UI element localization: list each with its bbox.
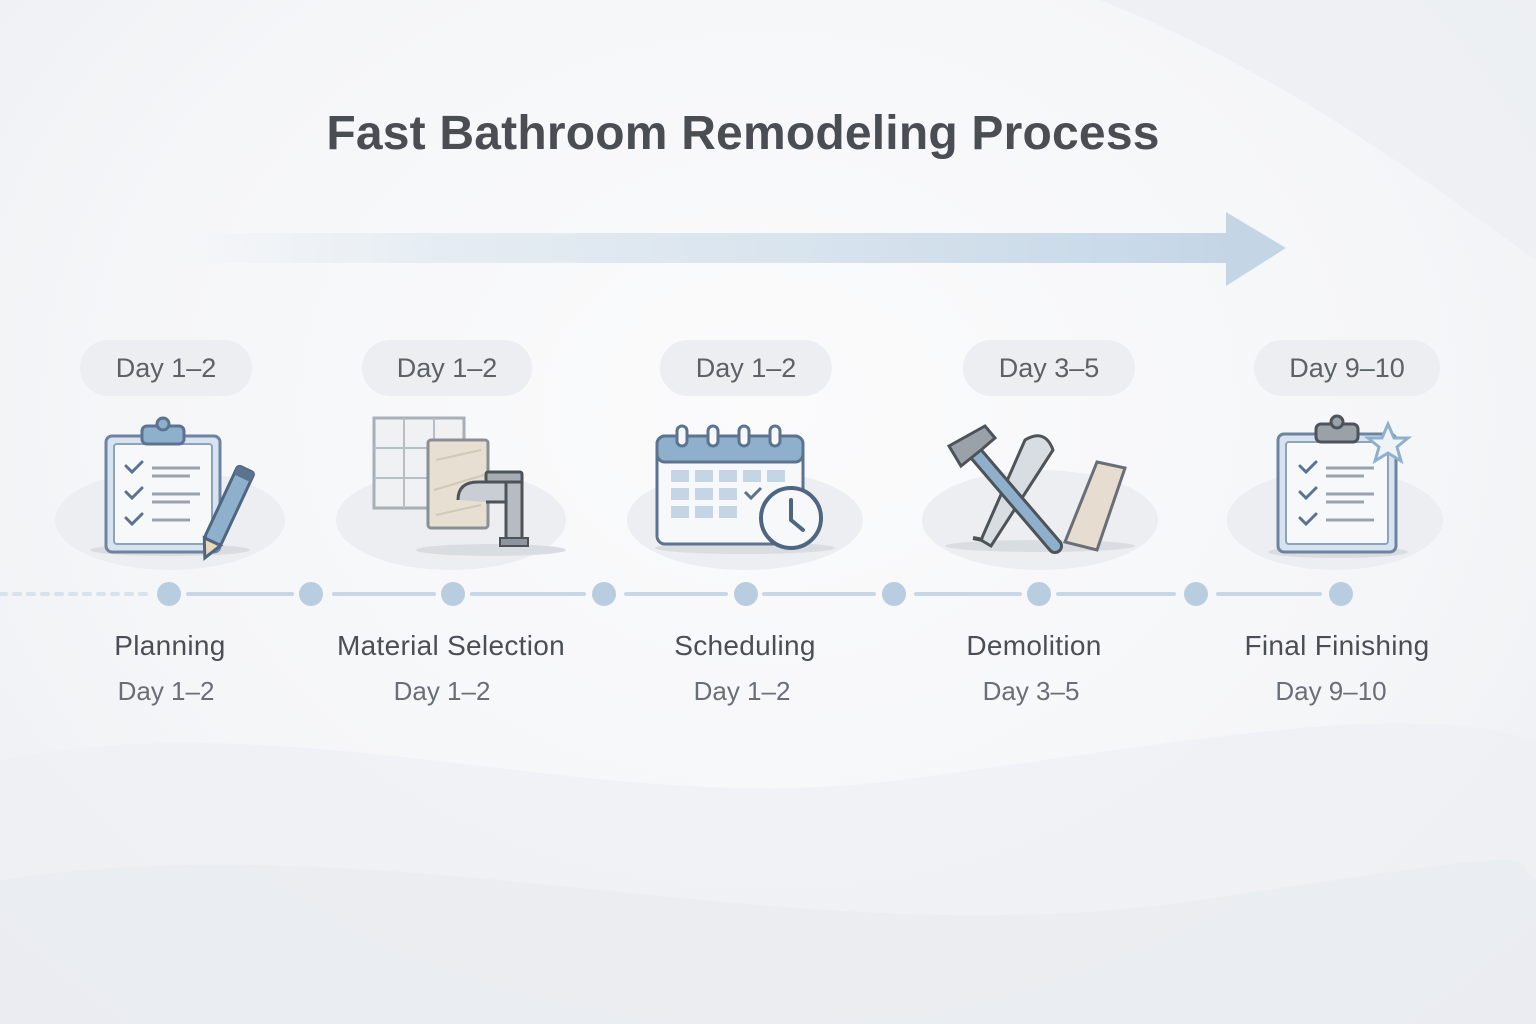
timeline-step-dot (157, 582, 181, 606)
step-name-demolition: Demolition (966, 630, 1102, 661)
step-day-planning: Day 1–2 (117, 676, 215, 706)
calendar-clock-icon (627, 424, 863, 570)
day-badge-planning: Day 1–2 (80, 340, 252, 396)
step-name-material-selection: Material Selection (337, 630, 565, 661)
tile-faucet-icon (336, 416, 566, 570)
timeline-minor-dot (1184, 582, 1208, 606)
step-day-final-finishing: Day 9–10 (1275, 676, 1387, 706)
timeline-minor-dot (592, 582, 616, 606)
hammer-crowbar-icon (922, 424, 1158, 570)
day-badge-final-finishing: Day 9–10 (1254, 340, 1440, 396)
clipboard-star-icon (1227, 414, 1443, 570)
timeline-step-dot (1329, 582, 1353, 606)
day-badge-scheduling: Day 1–2 (660, 340, 832, 396)
progress-arrow (180, 212, 1286, 286)
clipboard-pencil-icon (55, 416, 285, 570)
page-title: Fast Bathroom Remodeling Process (326, 107, 1160, 160)
step-day-material-selection: Day 1–2 (393, 676, 491, 706)
timeline-minor-dot (299, 582, 323, 606)
timeline-step-dot (441, 582, 465, 606)
step-name-scheduling: Scheduling (674, 630, 816, 661)
step-day-scheduling: Day 1–2 (693, 676, 791, 706)
step-day-demolition: Day 3–5 (982, 676, 1080, 706)
timeline-minor-dot (882, 582, 906, 606)
timeline (0, 582, 1353, 606)
timeline-step-dot (734, 582, 758, 606)
step-name-final-finishing: Final Finishing (1244, 630, 1430, 661)
day-badge-demolition: Day 3–5 (963, 340, 1135, 396)
day-badge-material-selection: Day 1–2 (362, 340, 532, 396)
timeline-step-dot (1027, 582, 1051, 606)
step-name-planning: Planning (114, 630, 226, 661)
